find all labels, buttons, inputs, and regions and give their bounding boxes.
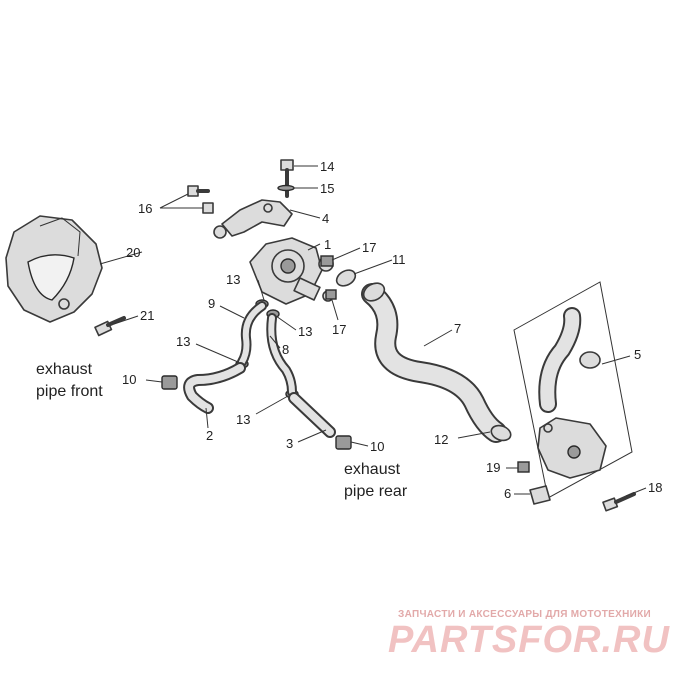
callout-21: 21 (140, 308, 154, 323)
fitting-10-rear (335, 435, 352, 450)
callout-13-a: 13 (226, 272, 240, 287)
hose-8 (266, 313, 297, 397)
washer-15 (277, 184, 295, 192)
clamp-11 (335, 269, 357, 287)
callout-18: 18 (648, 480, 662, 495)
bolt-14 (280, 159, 294, 198)
callout-20: 20 (126, 245, 140, 260)
callout-10-rear: 10 (370, 439, 384, 454)
callout-15: 15 (320, 181, 334, 196)
caption-exhaust-rear-line2: pipe rear (344, 483, 408, 500)
hose-7 (361, 282, 507, 443)
clamp-12 (490, 424, 512, 442)
watermark-tagline: ЗАПЧАСТИ И АКСЕССУАРЫ ДЛЯ МОТОТЕХНИКИ (398, 609, 651, 620)
heat-shield-front (5, 215, 103, 323)
callout-16: 16 (138, 201, 152, 216)
callout-5: 5 (634, 347, 641, 362)
callout-11: 11 (392, 252, 406, 267)
callout-17-lower: 17 (332, 322, 346, 337)
nut-19 (517, 461, 530, 473)
caption-exhaust-front-line2: pipe front (36, 383, 103, 400)
caption-exhaust-rear: exhaust pipe rear (344, 461, 408, 500)
bolts-16 (187, 185, 214, 214)
callout-13-d: 13 (236, 412, 250, 427)
caption-exhaust-front-line1: exhaust (36, 361, 93, 378)
fitting-10-front (161, 375, 178, 390)
callout-4: 4 (322, 211, 329, 226)
callout-14: 14 (320, 159, 334, 174)
callout-13-c: 13 (176, 334, 190, 349)
callout-6: 6 (504, 486, 511, 501)
nut-17-lower (325, 289, 337, 300)
air-box-5 (513, 281, 633, 499)
hose-9 (237, 301, 267, 367)
hose-3 (288, 392, 336, 438)
callout-12: 12 (434, 432, 448, 447)
callout-17-upper: 17 (362, 240, 376, 255)
leader-lines (99, 165, 647, 497)
caption-exhaust-rear-line1: exhaust (344, 461, 401, 478)
bracket-4 (213, 199, 293, 239)
bolt-18 (602, 492, 636, 512)
callout-9: 9 (208, 296, 215, 311)
callout-7: 7 (454, 321, 461, 336)
watermark-brand: PARTSFOR.RU (388, 619, 670, 661)
callout-3: 3 (286, 436, 293, 451)
callout-2: 2 (206, 428, 213, 443)
bolt-21 (94, 316, 126, 337)
callout-19: 19 (486, 460, 500, 475)
callout-8: 8 (282, 342, 289, 357)
hose-2 (183, 362, 246, 414)
clip-6 (529, 485, 551, 505)
watermark: ЗАПЧАСТИ И АКСЕССУАРЫ ДЛЯ МОТОТЕХНИКИ PA… (388, 609, 670, 661)
nut-17-upper (320, 255, 334, 267)
callout-10-front: 10 (122, 372, 136, 387)
callout-1: 1 (324, 237, 331, 252)
caption-exhaust-front: exhaust pipe front (36, 361, 103, 400)
callout-numbers: 14 15 16 4 1 17 11 13 13 17 9 8 13 10 2 … (122, 159, 662, 501)
callout-13-b: 13 (298, 324, 312, 339)
